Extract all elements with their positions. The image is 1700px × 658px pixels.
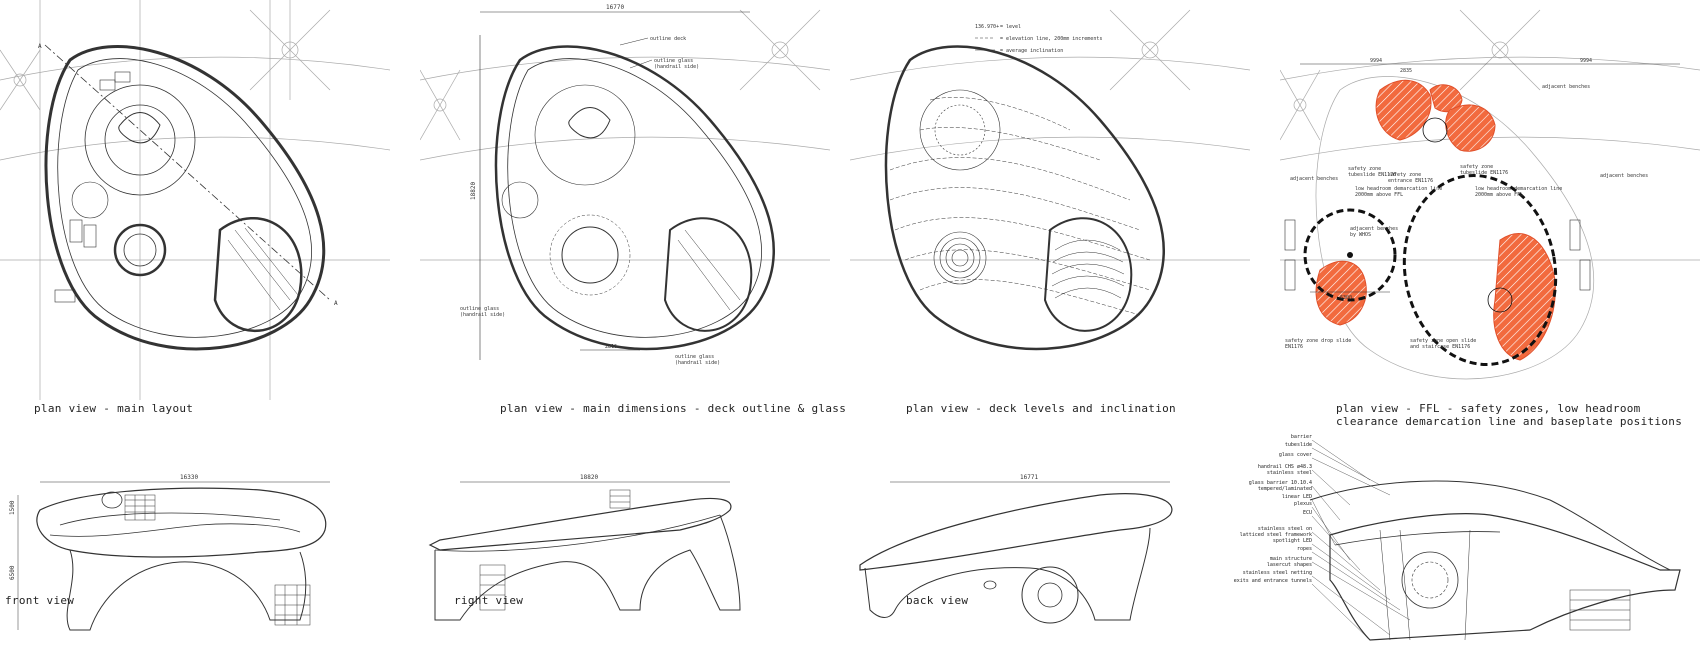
- svg-text:A: A: [38, 43, 42, 50]
- caption-plan-dims: plan view - main dimensions - deck outli…: [500, 402, 847, 415]
- svg-text:safety zone: safety zone: [1388, 172, 1421, 178]
- legend-elevation: = elevation line, 200mm increments: [1000, 36, 1102, 42]
- dim-ffl-d2: 9994: [1580, 58, 1592, 64]
- section-label: glass cover: [1278, 452, 1312, 458]
- dim-ffl-d4: 6300: [1340, 295, 1352, 301]
- section-label: tubeslide: [1284, 442, 1312, 448]
- legend-inclination: = average inclination: [1000, 48, 1063, 54]
- caption-right: right view: [454, 594, 524, 607]
- label-outline-glass: outline glass: [654, 58, 693, 64]
- svg-text:2000mm above FFL: 2000mm above FFL: [1355, 192, 1403, 198]
- section-label: linear LED: [1281, 494, 1312, 500]
- section-label: barrier: [1290, 434, 1312, 440]
- section-view-drawing: [1309, 440, 1681, 641]
- label-adjacent-benches-left: adjacent benches: [1290, 176, 1338, 182]
- svg-text:outline glass: outline glass: [675, 354, 714, 360]
- svg-text:safety zone drop slide: safety zone drop slide: [1285, 338, 1351, 344]
- section-label: glass barrier 10.10.4 tempered/laminated: [1248, 480, 1312, 492]
- svg-text:(handrail side): (handrail side): [675, 360, 720, 366]
- plan-view-deck-levels: 136.970+ = level = elevation line, 200mm…: [850, 0, 1250, 420]
- section-label: plexus: [1293, 501, 1312, 507]
- low-headroom-line-left: [1303, 208, 1397, 302]
- plan-levels-drawing: 136.970+ = level = elevation line, 200mm…: [850, 9, 1250, 351]
- dim-ffl-d3: 2835: [1400, 68, 1412, 74]
- plan-ffl-drawing: 9994 9994 2835 6300 adjacent benches adj…: [1280, 9, 1700, 380]
- section-label: stainless steel on latticed steel framew…: [1239, 526, 1312, 538]
- tree-symbol: [249, 0, 331, 100]
- plan-main-drawing: A A: [0, 0, 390, 400]
- dim-plan-height: 18820: [470, 182, 477, 200]
- back-view-drawing: 16771: [859, 474, 1173, 624]
- section-label: spotlight LED: [1272, 538, 1312, 544]
- back-view: 16771 back view: [850, 470, 1230, 658]
- dim-ffl-d1: 9994: [1370, 58, 1382, 64]
- svg-text:low headroom demarcation line: low headroom demarcation line: [1475, 186, 1562, 192]
- front-view-drawing: 16330 1500 6500: [9, 474, 330, 631]
- svg-text:(handrail side): (handrail side): [654, 64, 699, 70]
- label-adjacent-benches-top: adjacent benches: [1542, 84, 1590, 90]
- caption-plan-levels: plan view - deck levels and inclination: [906, 402, 1176, 415]
- svg-text:tubeslide EN1176: tubeslide EN1176: [1348, 172, 1396, 178]
- svg-text:and staircase EN1176: and staircase EN1176: [1410, 344, 1470, 350]
- dim-back-width: 16771: [1020, 474, 1038, 481]
- right-view: 18820 right view: [420, 470, 800, 658]
- svg-text:low headroom demarcation line: low headroom demarcation line: [1355, 186, 1442, 192]
- plan-dims-drawing: 16770 18820 outline deck outline glass (…: [420, 4, 830, 366]
- dim-front-width: 16330: [180, 474, 198, 481]
- caption-back: back view: [906, 594, 969, 607]
- section-label: exits and entrance tunnels: [1233, 578, 1312, 584]
- svg-text:by WHOS: by WHOS: [1350, 232, 1371, 238]
- svg-text:safety zone open slide: safety zone open slide: [1410, 338, 1476, 344]
- dim-front-h2: 6500: [9, 565, 16, 580]
- svg-text:(handrail side): (handrail side): [460, 312, 505, 318]
- svg-text:A: A: [334, 300, 338, 307]
- caption-plan-ffl-line2: clearance demarcation line and baseplate…: [1336, 415, 1683, 428]
- section-label: ECU: [1302, 510, 1312, 516]
- caption-front: front view: [5, 594, 75, 607]
- caption-plan-main: plan view - main layout: [34, 402, 194, 415]
- svg-text:safety zone: safety zone: [1460, 164, 1493, 170]
- svg-text:2000mm above FFL: 2000mm above FFL: [1475, 192, 1523, 198]
- front-view: 16330 1500 6500 front view: [0, 470, 400, 658]
- legend-level-value: 136.970+: [975, 24, 999, 30]
- svg-text:entrance EN1176: entrance EN1176: [1388, 178, 1433, 184]
- caption-plan-ffl-line1: plan view - FFL - safety zones, low head…: [1336, 402, 1641, 415]
- plan-view-main-dimensions: 16770 18820 outline deck outline glass (…: [420, 0, 846, 420]
- dim-right-width: 18820: [580, 474, 598, 481]
- dim-plan-top: 16770: [606, 4, 624, 11]
- svg-text:adjacent benches: adjacent benches: [1350, 226, 1398, 232]
- low-headroom-line-right: [1402, 174, 1558, 366]
- right-view-drawing: 18820: [428, 474, 741, 621]
- dim-plan-bottom: 2816: [605, 344, 617, 350]
- section-label: stainless steel netting: [1242, 570, 1312, 576]
- plan-view-ffl-safety: 9994 9994 2835 6300 adjacent benches adj…: [1280, 0, 1700, 430]
- plan-view-main-layout: A A plan view - main layout: [0, 0, 390, 420]
- section-view: barrier tubeslide glass cover handrail C…: [1234, 434, 1700, 658]
- label-adjacent-benches-right: adjacent benches: [1600, 173, 1648, 179]
- label-outline-deck: outline deck: [650, 36, 686, 42]
- svg-text:EN1176: EN1176: [1285, 344, 1303, 350]
- dim-front-h1: 1500: [9, 500, 16, 515]
- section-label: handrail CHS ø48.3 stainless steel: [1257, 464, 1312, 476]
- svg-text:tubeslide EN1176: tubeslide EN1176: [1460, 170, 1508, 176]
- section-label: ropes: [1296, 546, 1312, 552]
- svg-text:safety zone: safety zone: [1348, 166, 1381, 172]
- legend-level: = level: [1000, 24, 1021, 30]
- svg-text:outline glass: outline glass: [460, 306, 499, 312]
- section-label: main structure lasercut shapes: [1266, 556, 1312, 568]
